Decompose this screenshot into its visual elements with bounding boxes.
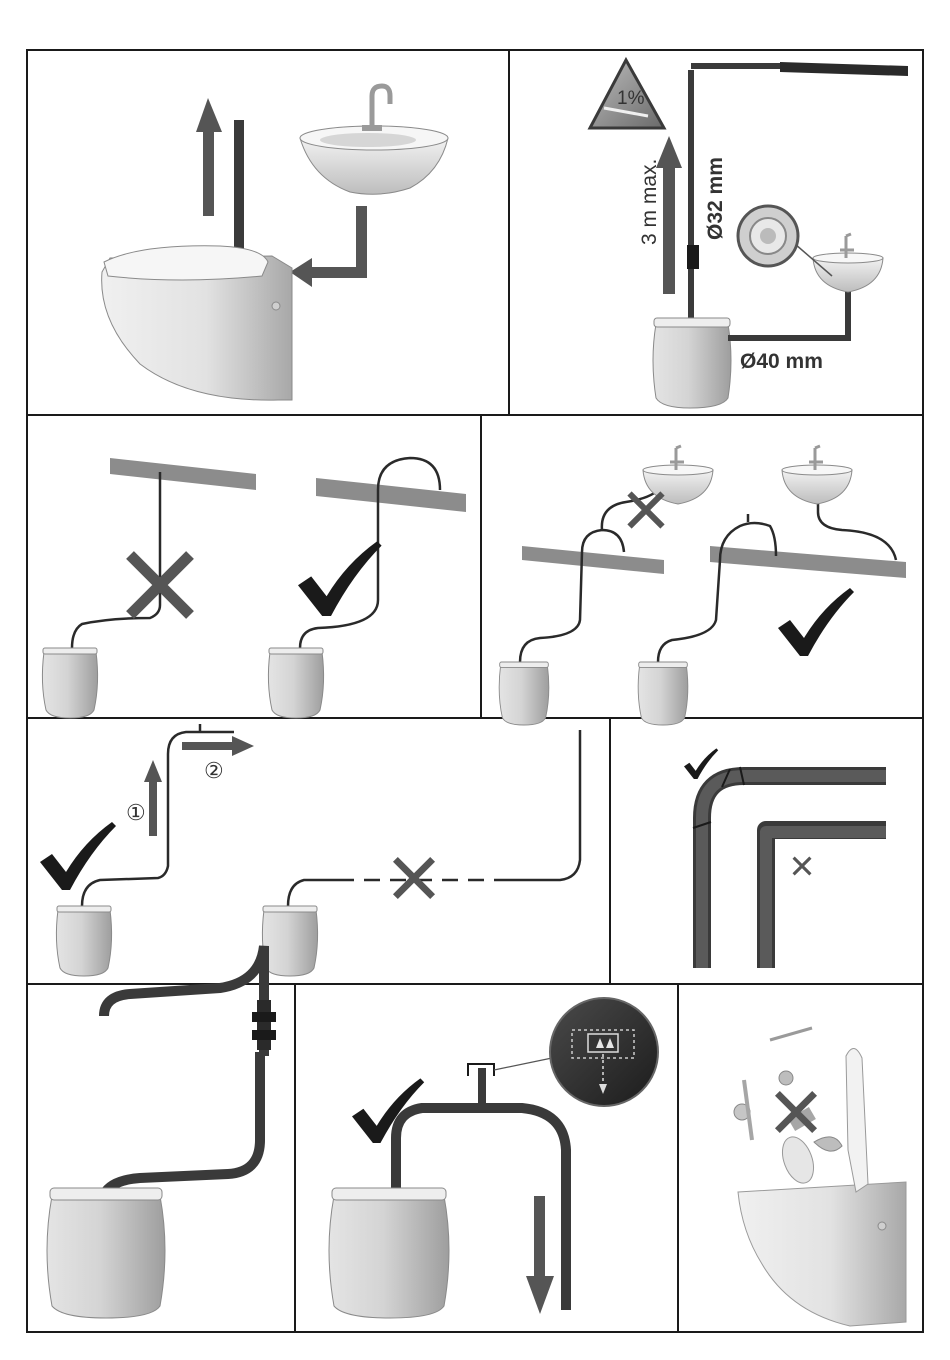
wash-basin <box>300 86 448 194</box>
macerator-unit <box>262 906 317 976</box>
up-arrow-icon <box>196 98 222 216</box>
slope-warning-triangle-icon: 1% <box>590 60 664 128</box>
panel-forbidden-waste <box>734 1028 906 1326</box>
panel-elbows <box>684 748 886 968</box>
panel-loop-single <box>42 458 466 718</box>
cross-icon <box>794 858 811 875</box>
macerator-unit <box>329 1188 449 1318</box>
joist-beam <box>710 546 906 578</box>
joist-beam <box>110 458 256 490</box>
macerator-unit <box>638 662 688 725</box>
down-arrow-icon <box>526 1196 554 1314</box>
inlet-diameter-label: Ø40 mm <box>740 350 823 373</box>
macerator-unit <box>268 648 323 718</box>
wc-bowl <box>102 246 292 400</box>
check-mark-icon <box>778 588 854 656</box>
check-mark-icon <box>298 541 382 616</box>
sloped-discharge-pipe <box>780 62 908 76</box>
cross-icon <box>395 859 432 896</box>
macerator-unit <box>42 648 97 718</box>
step-2-arrow-icon <box>182 736 254 756</box>
step-2-label: ② <box>204 758 224 783</box>
step-1-label: ① <box>126 800 146 825</box>
joist-beam <box>316 478 466 512</box>
wc-bowl <box>738 1182 906 1326</box>
panel-rise-horizontal: ① ② <box>40 724 580 976</box>
inlet-pipe <box>728 280 848 338</box>
wc-seat-lid <box>846 1048 868 1192</box>
macerator-unit <box>47 1188 165 1318</box>
panel-loop-basin <box>499 446 906 725</box>
discharge-pipe <box>234 120 244 260</box>
discharge-diameter-label: Ø32 mm <box>704 157 727 240</box>
pipe-coupling <box>687 245 699 269</box>
panel-pipe-connection <box>47 946 276 1318</box>
small-basin <box>643 446 713 504</box>
macerator-unit <box>499 662 549 725</box>
max-height-label: 3 m max. <box>638 159 661 245</box>
pipe-coupling <box>257 1000 271 1050</box>
joist-beam <box>522 546 664 574</box>
basin-drain-arrow-icon <box>290 206 367 287</box>
panel-air-admittance <box>329 998 658 1318</box>
panel-wc-basin <box>102 86 448 400</box>
slope-label: 1% <box>617 88 645 109</box>
macerator-unit <box>653 318 731 408</box>
small-basin <box>813 234 883 292</box>
check-mark-icon <box>684 748 718 779</box>
step-1-arrow-icon <box>144 760 162 836</box>
vent-detail-zoom <box>550 998 658 1106</box>
sharp-elbow <box>766 830 886 968</box>
small-basin <box>782 446 852 504</box>
panel-dimensions: 1% 3 m max. Ø32 mm Ø40 mm <box>590 60 908 408</box>
cross-icon <box>630 494 663 527</box>
macerator-unit <box>56 906 111 976</box>
